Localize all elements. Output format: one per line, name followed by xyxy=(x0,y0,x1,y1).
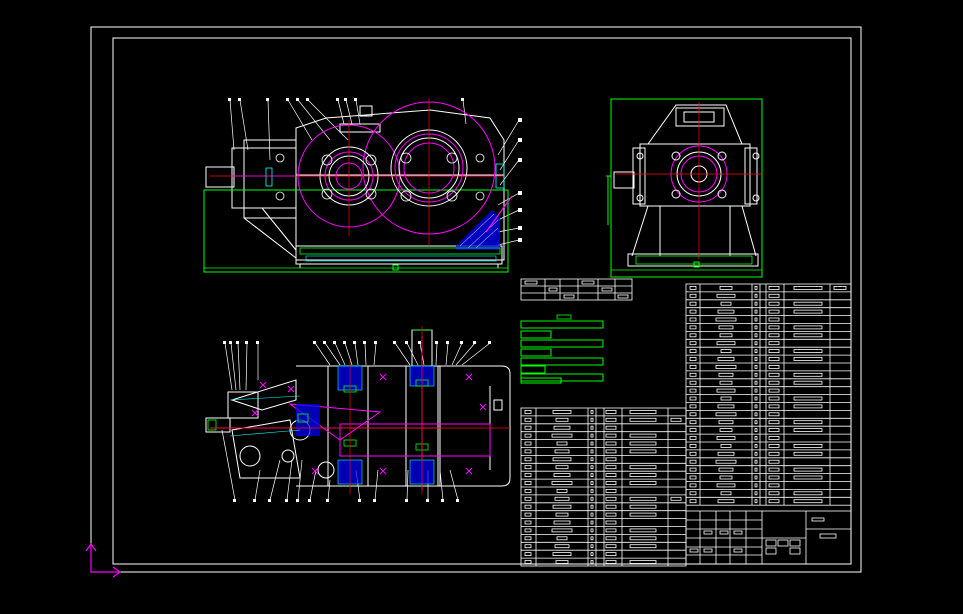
parts-row-mark xyxy=(524,417,532,422)
parts-row-mark xyxy=(524,425,532,430)
parts-row-mark xyxy=(689,491,697,496)
parts-row-mark xyxy=(689,380,697,385)
outer-sheet-border xyxy=(90,26,862,573)
parts-row-mark xyxy=(689,467,697,472)
parts-row-mark xyxy=(689,333,697,338)
parts-row-mark xyxy=(689,412,697,417)
parts-row-mark xyxy=(524,560,532,564)
parts-row-mark xyxy=(689,451,697,456)
parts-row-mark xyxy=(689,436,697,440)
parts-row-mark xyxy=(524,488,532,493)
parts-row-mark xyxy=(689,325,697,330)
parts-list-lower xyxy=(520,407,687,567)
parts-row-mark xyxy=(524,465,532,470)
front-view xyxy=(203,98,522,273)
parts-row-mark xyxy=(524,481,532,485)
parts-row-mark xyxy=(689,396,697,401)
parts-row-mark xyxy=(524,433,532,438)
parts-row-mark xyxy=(689,372,697,377)
side-view xyxy=(606,98,763,278)
parts-row-mark xyxy=(524,449,532,454)
parts-row-mark xyxy=(524,544,532,549)
parts-row-mark xyxy=(689,420,697,425)
parts-row-mark xyxy=(689,341,697,346)
technical-requirements-block xyxy=(520,314,604,384)
parts-list-upper xyxy=(685,283,852,506)
parts-row-mark xyxy=(524,473,532,478)
parts-row-mark xyxy=(524,512,532,517)
parts-row-mark xyxy=(689,483,697,488)
top-section-view xyxy=(205,326,511,502)
parts-row-mark xyxy=(689,317,697,322)
parts-row-mark xyxy=(689,428,697,433)
parts-row-mark xyxy=(689,309,697,314)
parts-row-mark xyxy=(524,457,532,462)
parts-row-mark xyxy=(524,520,532,525)
parts-row-mark xyxy=(689,301,697,306)
parts-row-mark xyxy=(689,499,697,504)
parts-row-mark xyxy=(689,293,697,298)
parts-row-mark xyxy=(689,364,697,369)
parts-row-mark xyxy=(524,409,532,414)
parts-row-mark xyxy=(524,528,532,533)
parts-row-mark xyxy=(689,459,697,464)
ucs-axis-icon xyxy=(85,542,122,578)
parts-row-mark xyxy=(689,349,697,354)
parts-row-mark xyxy=(689,443,697,448)
parts-row-mark xyxy=(689,388,697,393)
gear-parameter-table xyxy=(520,278,633,301)
parts-row-mark xyxy=(524,504,532,509)
title-block xyxy=(685,510,852,565)
parts-row-mark xyxy=(524,536,532,541)
parts-row-mark xyxy=(524,496,532,501)
parts-row-mark xyxy=(524,441,532,446)
parts-row-mark xyxy=(689,404,697,409)
parts-row-mark xyxy=(689,357,697,361)
parts-row-mark xyxy=(689,285,697,290)
parts-row-mark xyxy=(689,475,697,480)
parts-row-mark xyxy=(524,552,532,556)
